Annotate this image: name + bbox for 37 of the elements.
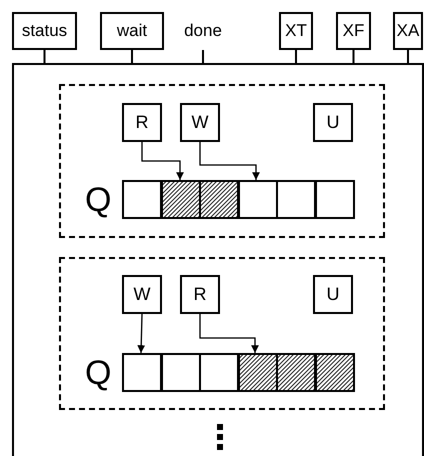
queue-slot [314,180,354,219]
signal-box: XA [393,12,423,50]
pointer-box: R [122,103,162,142]
queue-slot [160,353,200,392]
queue-slot [276,180,316,219]
pointer-box: W [180,103,220,142]
connector-line [202,50,204,63]
signal-box: XT [279,12,313,50]
hatched-queue-slot [238,353,278,392]
pointer-box: U [313,275,353,314]
signal-label: done [180,12,226,50]
pointer-box: R [180,275,220,314]
hatched-queue-slot [199,180,239,219]
dashed-group-frame [59,257,385,410]
arrow [137,314,146,354]
connector-line [407,50,409,63]
signal-box: status [12,12,77,50]
connector-line [352,50,354,63]
connector-line [44,50,46,63]
arrow [141,142,184,180]
arrow [199,142,260,180]
queue-slot [122,353,162,392]
hatched-queue-slot [276,353,316,392]
signal-box: wait [100,12,164,50]
container-frame [12,63,424,456]
connector-line [295,50,297,63]
arrow [199,314,259,353]
connector-line [131,50,133,63]
queue-label: Q [85,356,112,390]
hatched-queue-slot [160,180,200,219]
pointer-box: W [122,275,162,314]
queue-label: Q [85,183,112,217]
pointer-box: U [313,103,353,142]
dashed-group-frame [59,84,385,238]
queue-slot [238,180,278,219]
hatched-queue-slot [314,353,354,392]
signal-box: XF [336,12,371,50]
